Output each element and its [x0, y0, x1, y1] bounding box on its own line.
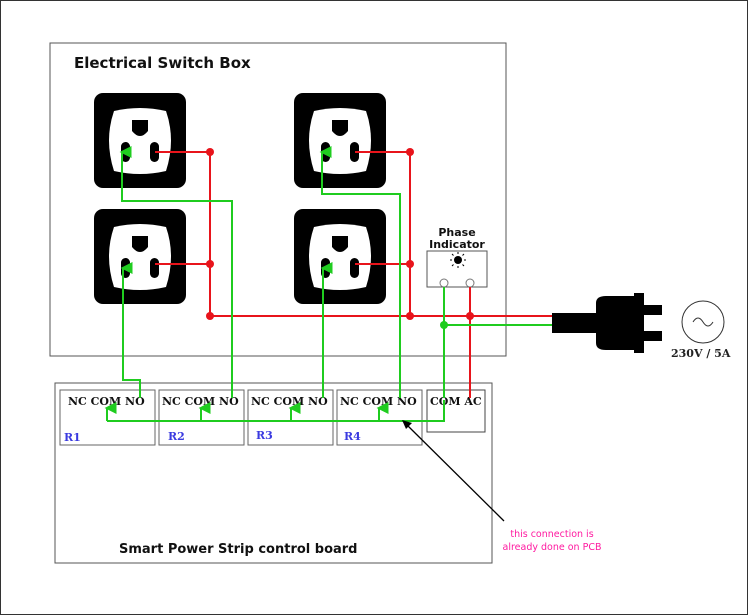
ac-source-icon — [681, 300, 725, 344]
switch-box: Electrical Switch Box — [49, 42, 507, 357]
switch-box-title: Electrical Switch Box — [74, 54, 251, 72]
relay-r4-label: R4 — [344, 430, 361, 443]
supply-rating: 230V / 5A — [671, 347, 731, 360]
relay-r3: NC COM NO R3 — [247, 389, 334, 446]
relay-r3-terminals: NC COM NO — [251, 395, 328, 408]
socket-top-right — [294, 93, 386, 188]
socket-bottom-right — [294, 209, 386, 304]
control-board-title: Smart Power Strip control board — [119, 542, 358, 557]
relay-r1-label: R1 — [64, 431, 81, 444]
relay-r1-terminals: NC COM NO — [68, 395, 145, 408]
annotation-line-2: already done on PCB — [503, 542, 602, 553]
neutral-junction — [440, 321, 448, 329]
power-plug-icon — [552, 293, 662, 353]
relay-r2-terminals: NC COM NO — [162, 395, 239, 408]
phase-indicator: Phase Indicator — [426, 226, 488, 288]
phase-indicator-label-2: Indicator — [429, 238, 485, 251]
relay-r2-label: R2 — [168, 430, 185, 443]
switched-wires — [104, 146, 556, 422]
live-junctions — [206, 148, 474, 320]
annotation-arrow — [402, 420, 505, 522]
annotation-line-1: this connection is — [510, 529, 593, 540]
bulb-icon — [450, 252, 466, 268]
power-terminal: COM AC — [426, 389, 486, 433]
relay-r3-label: R3 — [256, 429, 273, 442]
power-terminal-labels: COM AC — [430, 395, 482, 408]
relay-r4-terminals: NC COM NO — [340, 395, 417, 408]
socket-top-left — [94, 93, 186, 188]
socket-bottom-left — [94, 209, 186, 304]
phase-indicator-label-1: Phase — [438, 226, 475, 239]
